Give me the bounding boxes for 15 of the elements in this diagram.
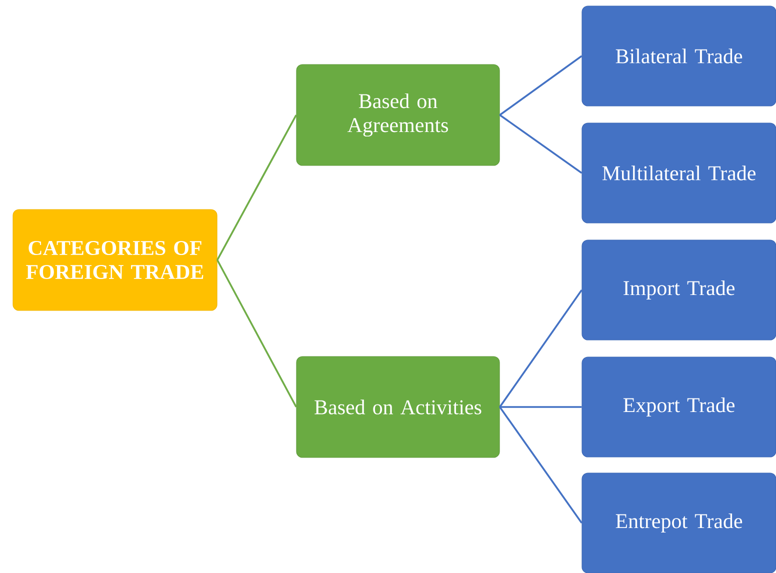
connector-line — [499, 406, 582, 524]
category-box: Based on Agreements — [296, 64, 500, 166]
trade-type-box: Export Trade — [582, 356, 776, 458]
connector-line — [216, 260, 297, 408]
connector-line — [499, 55, 582, 116]
trade-type-box: Entrepot Trade — [582, 472, 776, 573]
trade-type-box: Multilateral Trade — [582, 122, 776, 224]
connector-line — [216, 114, 297, 260]
category-box: CATEGORIES OF FOREIGN TRADE — [12, 209, 218, 311]
trade-type-box: Bilateral Trade — [582, 6, 776, 106]
connector-line — [500, 406, 582, 408]
trade-type-box: Import Trade — [582, 240, 776, 340]
connector-line — [499, 289, 582, 408]
category-box: Based on Activities — [296, 356, 500, 458]
connector-line — [499, 114, 582, 174]
